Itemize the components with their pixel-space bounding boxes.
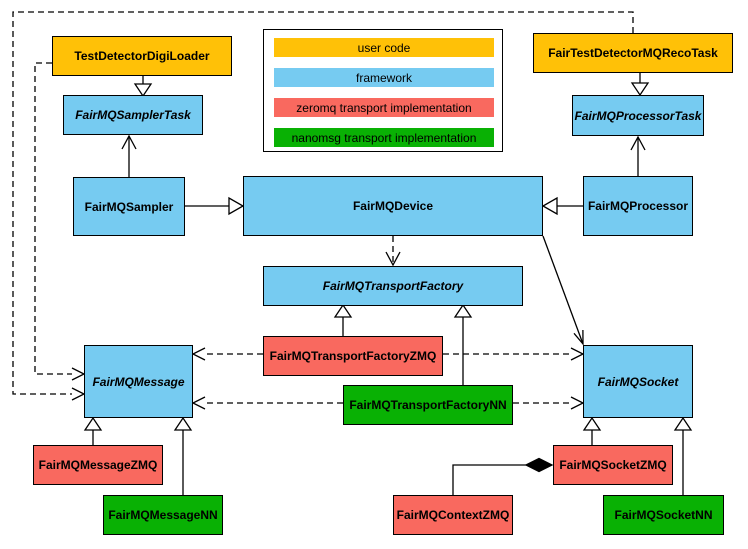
edge-device-transportfactory: [385, 236, 401, 267]
edge-recotask-processortask: [630, 73, 650, 97]
legend-item-zeromq: zeromq transport implementation: [274, 98, 494, 117]
node-label: FairMQProcessorTask: [574, 108, 702, 123]
node-fairmq-processor: FairMQProcessor: [583, 176, 693, 236]
node-label: FairMQTransportFactoryZMQ: [269, 349, 437, 363]
edge-device-socket: [542, 235, 584, 346]
node-label: FairMQMessage: [92, 374, 185, 389]
node-label: FairMQSocket: [597, 374, 679, 389]
node-label: FairMQMessageZMQ: [38, 458, 158, 472]
node-fairmq-processor-task: FairMQProcessorTask: [572, 95, 704, 136]
node-test-detector-digi-loader: TestDetectorDigiLoader: [52, 36, 232, 76]
node-label: FairMQTransportFactory: [322, 279, 464, 293]
edge-processor-processortask: [630, 135, 646, 176]
legend-label: framework: [355, 70, 412, 85]
legend-item-framework: framework: [274, 68, 494, 87]
node-fairmq-transport-factory-zmq: FairMQTransportFactoryZMQ: [263, 336, 443, 376]
node-fairmq-sampler: FairMQSampler: [73, 177, 185, 236]
node-label: FairMQTransportFactoryNN: [349, 398, 507, 412]
node-fairmq-message-zmq: FairMQMessageZMQ: [33, 445, 163, 485]
node-fairmq-device: FairMQDevice: [243, 176, 543, 236]
node-label: FairMQSampler: [84, 199, 174, 214]
node-fairmq-transport-factory: FairMQTransportFactory: [263, 266, 523, 306]
edge-factorynn-transportfactory: [453, 303, 473, 385]
node-fairmq-socket-zmq: FairMQSocketZMQ: [553, 445, 673, 485]
node-fairmq-socket-nn: FairMQSocketNN: [603, 495, 724, 535]
edge-processor-device: [541, 196, 583, 216]
legend: user code framework zeromq transport imp…: [263, 29, 503, 152]
edge-socketnn-socket: [673, 416, 693, 495]
node-label: TestDetectorDigiLoader: [74, 49, 210, 63]
node-label: FairMQSocketZMQ: [559, 458, 667, 472]
node-label: FairMQMessageNN: [108, 508, 218, 522]
edge-contextzmq-socketzmq: [452, 457, 554, 495]
node-label: FairTestDetectorMQRecoTask: [548, 46, 718, 60]
node-fairmq-message-nn: FairMQMessageNN: [103, 495, 223, 535]
edge-factoryzmq-socket: [443, 347, 585, 361]
legend-label: zeromq transport implementation: [296, 100, 472, 115]
node-fairmq-message: FairMQMessage: [84, 345, 193, 418]
node-fair-test-detector-mq-reco-task: FairTestDetectorMQRecoTask: [533, 33, 733, 73]
node-fairmq-socket: FairMQSocket: [583, 345, 693, 418]
edge-factorynn-message: [191, 396, 343, 410]
legend-item-user-code: user code: [274, 38, 494, 57]
node-label: FairMQProcessor: [587, 199, 689, 213]
legend-label: nanomsg transport implementation: [291, 130, 477, 145]
edge-sampler-samplertask: [121, 134, 137, 177]
edge-socketzmq-socket: [582, 416, 602, 445]
edge-factoryzmq-transportfactory: [333, 303, 353, 336]
legend-item-nanomsg: nanomsg transport implementation: [274, 128, 494, 147]
edge-factorynn-socket: [513, 396, 585, 410]
edge-messagezmq-message: [83, 416, 103, 445]
edge-digiloader-samplertask: [133, 76, 153, 98]
legend-label: user code: [357, 40, 411, 55]
node-fairmq-context-zmq: FairMQContextZMQ: [393, 495, 513, 535]
node-label: FairMQContextZMQ: [396, 508, 510, 522]
node-label: FairMQSocketNN: [614, 508, 713, 522]
node-label: FairMQSamplerTask: [75, 108, 191, 122]
edge-messagenn-message: [173, 416, 193, 495]
edge-factoryzmq-message: [191, 347, 263, 361]
node-fairmq-sampler-task: FairMQSamplerTask: [63, 95, 203, 135]
node-label: FairMQDevice: [352, 199, 434, 213]
edge-sampler-device: [185, 196, 245, 216]
node-fairmq-transport-factory-nn: FairMQTransportFactoryNN: [343, 385, 513, 425]
